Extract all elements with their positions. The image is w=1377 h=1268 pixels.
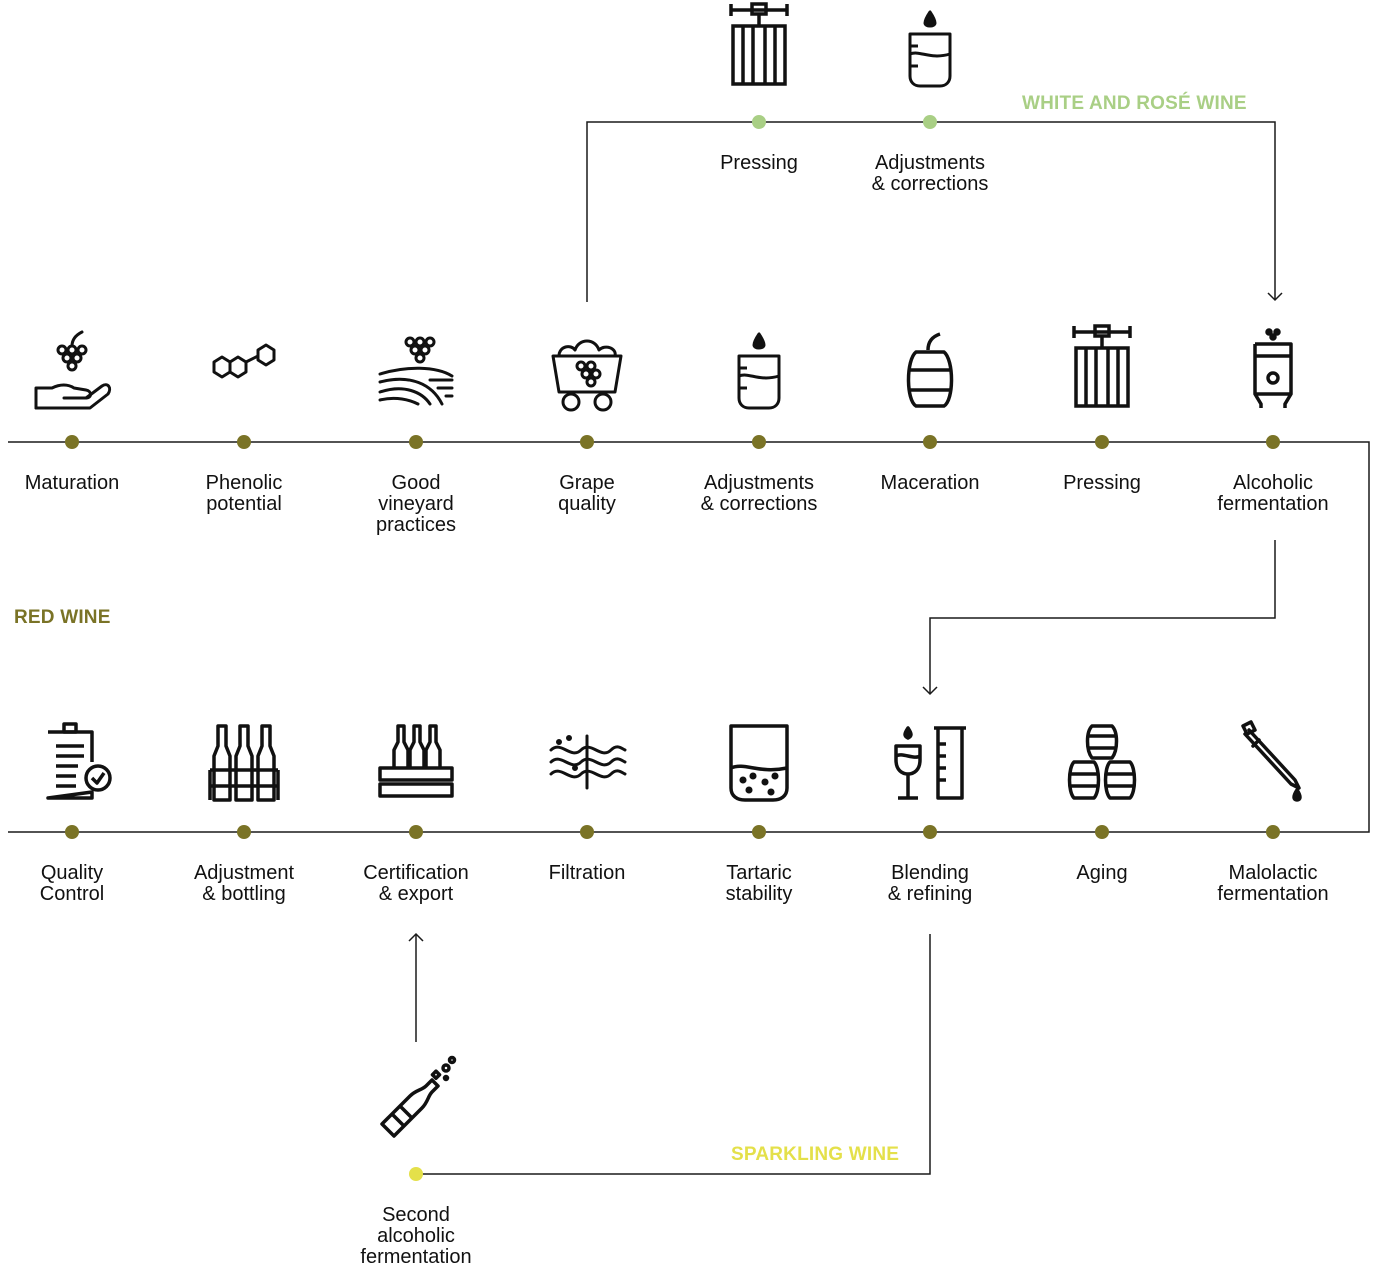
bottle-crate-icon xyxy=(378,724,454,798)
row2-step-dot xyxy=(1095,825,1109,839)
white-branch-line xyxy=(586,121,1276,302)
row1-step-dot xyxy=(923,435,937,449)
white_branch-step-label: Pressing xyxy=(720,152,798,174)
row2-step-dot xyxy=(580,825,594,839)
row1-step-label: Maturation xyxy=(24,472,120,494)
fermentation-to-blending-line-arrowhead xyxy=(922,686,938,696)
filter-waves-icon xyxy=(549,734,627,790)
row1-step-dot xyxy=(237,435,251,449)
wine-press-icon xyxy=(729,2,789,86)
white-branch-line-arrowhead xyxy=(1267,292,1283,302)
row2-step-label: Certification& export xyxy=(363,862,469,905)
row2-step-dot xyxy=(65,825,79,839)
sparkling-to-certification-line-arrowhead xyxy=(408,932,424,942)
crystal-glass-icon xyxy=(729,724,789,802)
row2-step-label: Adjustment& bottling xyxy=(193,862,295,905)
white_branch-step-dot xyxy=(752,115,766,129)
sparkling-branch-line xyxy=(416,934,931,1175)
row2-step-dot xyxy=(923,825,937,839)
wine-press-icon xyxy=(1072,324,1132,408)
sparkling-wine-label: SPARKLING WINE xyxy=(731,1144,900,1165)
row2-step-dot xyxy=(237,825,251,839)
white-rose-wine-label: WHITE AND ROSÉ WINE xyxy=(1022,93,1247,114)
glass-cylinder-icon xyxy=(894,726,968,800)
row1-step-dot xyxy=(65,435,79,449)
row2-step-label: Blending& refining xyxy=(887,862,973,905)
champagne-bottle-icon xyxy=(380,1055,457,1138)
row2-step-dot xyxy=(409,825,423,839)
row2-step-label: Aging xyxy=(1076,862,1128,884)
sparkling_branch-step-dot xyxy=(409,1167,423,1181)
barrel-icon xyxy=(906,332,954,408)
bottles-icon xyxy=(208,724,280,802)
white_branch-step-label: Adjustments& corrections xyxy=(871,152,989,195)
row1-timeline xyxy=(8,441,1370,833)
barrels-stack-icon xyxy=(1067,724,1137,800)
beaker-drop-icon xyxy=(908,10,952,88)
beaker-drop-icon xyxy=(737,332,781,410)
white_branch-step-dot xyxy=(923,115,937,129)
grape-hand-icon xyxy=(34,330,112,410)
row1-step-label: Maceration xyxy=(880,472,980,494)
vineyard-icon xyxy=(378,336,454,406)
row2-step-dot xyxy=(752,825,766,839)
row1-step-dot xyxy=(1095,435,1109,449)
red-wine-label: RED WINE xyxy=(14,607,111,628)
row1-step-dot xyxy=(1266,435,1280,449)
row1-step-label: Pressing xyxy=(1063,472,1141,494)
row2-step-label: Filtration xyxy=(548,862,626,884)
row1-step-label: Adjustments& corrections xyxy=(700,472,818,515)
row1-step-dot xyxy=(409,435,423,449)
fermentation-tank-icon xyxy=(1253,328,1293,410)
molecule-icon xyxy=(212,343,276,379)
row2-step-dot xyxy=(1266,825,1280,839)
row1-step-dot xyxy=(752,435,766,449)
row1-step-dot xyxy=(580,435,594,449)
clipboard-check-icon xyxy=(46,722,112,800)
fermentation-to-blending-line xyxy=(929,540,1276,694)
pipette-icon xyxy=(1241,720,1302,802)
grape-cart-icon xyxy=(551,339,623,412)
